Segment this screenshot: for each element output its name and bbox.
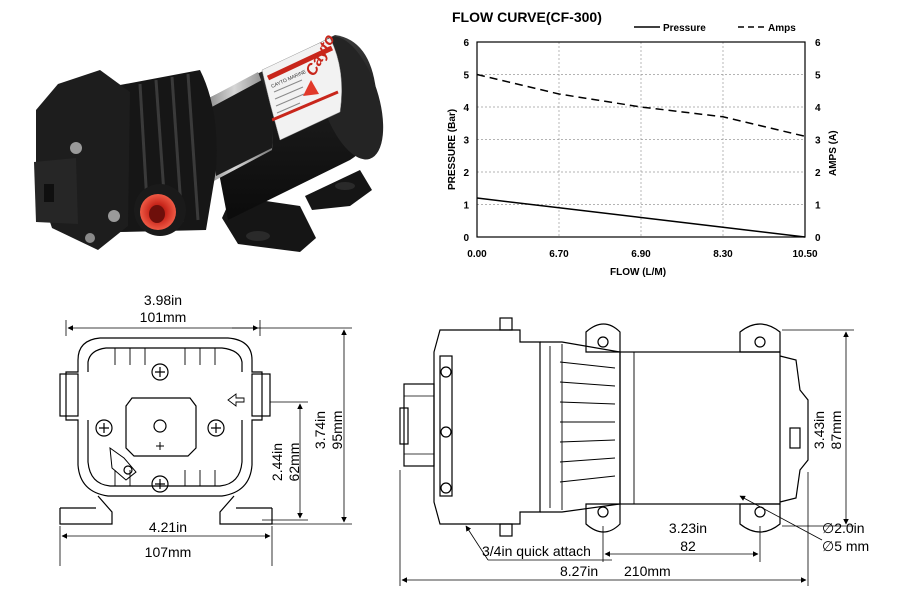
front-view-drawing [59,320,352,566]
bottom-width-mm: 107mm [145,544,192,560]
x-tick-label: 10.50 [792,249,817,260]
screw-icon [151,363,169,381]
side-view-labels: 3.43in 87mm 3.23in 82 ∅2.0in ∅5 mm 3/4in… [482,411,869,579]
y-right-tick-label: 4 [815,103,821,114]
screw-icon [151,475,169,493]
y-left-tick-label: 3 [463,136,469,147]
legend-pressure-label: Pressure [663,23,706,34]
screw-icon [70,142,82,154]
series-line-pressure [476,197,806,238]
x-tick-label: 0.00 [467,249,487,260]
mount-foot-rear [305,170,372,210]
pump-front-block [36,70,130,250]
screw-icon [85,233,95,243]
side-pump-head [433,329,541,525]
y-right-tick-label: 1 [815,201,821,212]
chart-tick-labels: 0.00 6.70 6.90 8.30 10.50 0 1 2 3 4 5 6 0 1 2 3 4 5 6 [463,38,821,260]
total-height-in: 3.74in [312,411,328,449]
x-tick-label: 6.90 [631,249,651,260]
y-left-tick-label: 0 [463,233,469,244]
mount-ear [585,323,621,353]
top-width-mm: 101mm [140,309,187,325]
total-length-in: 8.27in [560,563,598,579]
y-right-tick-label: 3 [815,136,821,147]
side-motor-end-cap [779,355,809,503]
mount-spacing-mm: 82 [680,538,696,554]
inner-height-mm: 62mm [286,443,302,482]
chart-series [476,73,806,238]
x-axis-label: FLOW (L/M) [610,267,666,278]
y-right-tick-label: 0 [815,233,821,244]
x-tick-label: 6.70 [549,249,569,260]
outlet-port [34,158,78,224]
flow-curve-chart: FLOW CURVE(CF-300) Pressure Amps 0.00 6.7… [447,9,839,278]
inner-height-in: 2.44in [269,443,285,481]
y-left-tick-label: 5 [463,71,469,82]
chart-legend: Pressure Amps [634,23,796,34]
flow-arrow-icon [227,393,245,407]
pressure-switch [109,446,137,481]
side-height-mm: 87mm [828,411,844,450]
chart-title: FLOW CURVE(CF-300) [452,9,602,25]
mount-spacing-in: 3.23in [669,520,707,536]
screw-icon [95,419,113,437]
y-left-tick-label: 4 [463,103,469,114]
chart-grid [477,42,805,237]
hole-diameter-mm: ∅5 mm [822,538,869,554]
side-motor-body [619,351,781,505]
total-length-mm: 210mm [624,563,671,579]
plot-frame [476,41,806,238]
side-view-drawing [399,317,854,586]
y-left-tick-label: 2 [463,168,469,179]
y-axis-right-label: AMPS (A) [828,130,839,176]
y-left-tick-label: 1 [463,201,469,212]
y-right-tick-label: 6 [815,38,821,49]
mount-ear [739,323,781,353]
y-right-tick-label: 5 [815,71,821,82]
mount-ear [739,503,781,533]
x-tick-label: 8.30 [713,249,733,260]
side-height-in: 3.43in [811,411,827,449]
front-view-labels: 3.98in 101mm 4.21in 107mm 2.44in 62mm 3.… [140,292,345,560]
warning-triangle-icon [303,80,319,96]
screw-icon [108,210,120,222]
y-right-tick-label: 2 [815,168,821,179]
center-plate [125,397,197,457]
bottom-width-in: 4.21in [149,519,187,535]
pump-photo: Cayto CAYTO MARINE [34,32,384,252]
inlet-label: 3/4in quick attach [482,543,591,559]
top-width-in: 3.98in [144,292,182,308]
hole-diameter-leader [739,495,823,541]
legend-amps-label: Amps [768,23,796,34]
y-axis-left-label: PRESSURE (Bar) [447,109,458,190]
hole-diameter-in: ∅2.0in [822,520,865,536]
mount-ear [585,503,621,533]
series-line-amps [476,73,806,138]
total-height-mm: 95mm [329,411,345,450]
front-housing-outline [65,337,263,497]
inlet-leader [465,525,489,561]
y-left-tick-label: 6 [463,38,469,49]
screw-icon [207,419,225,437]
